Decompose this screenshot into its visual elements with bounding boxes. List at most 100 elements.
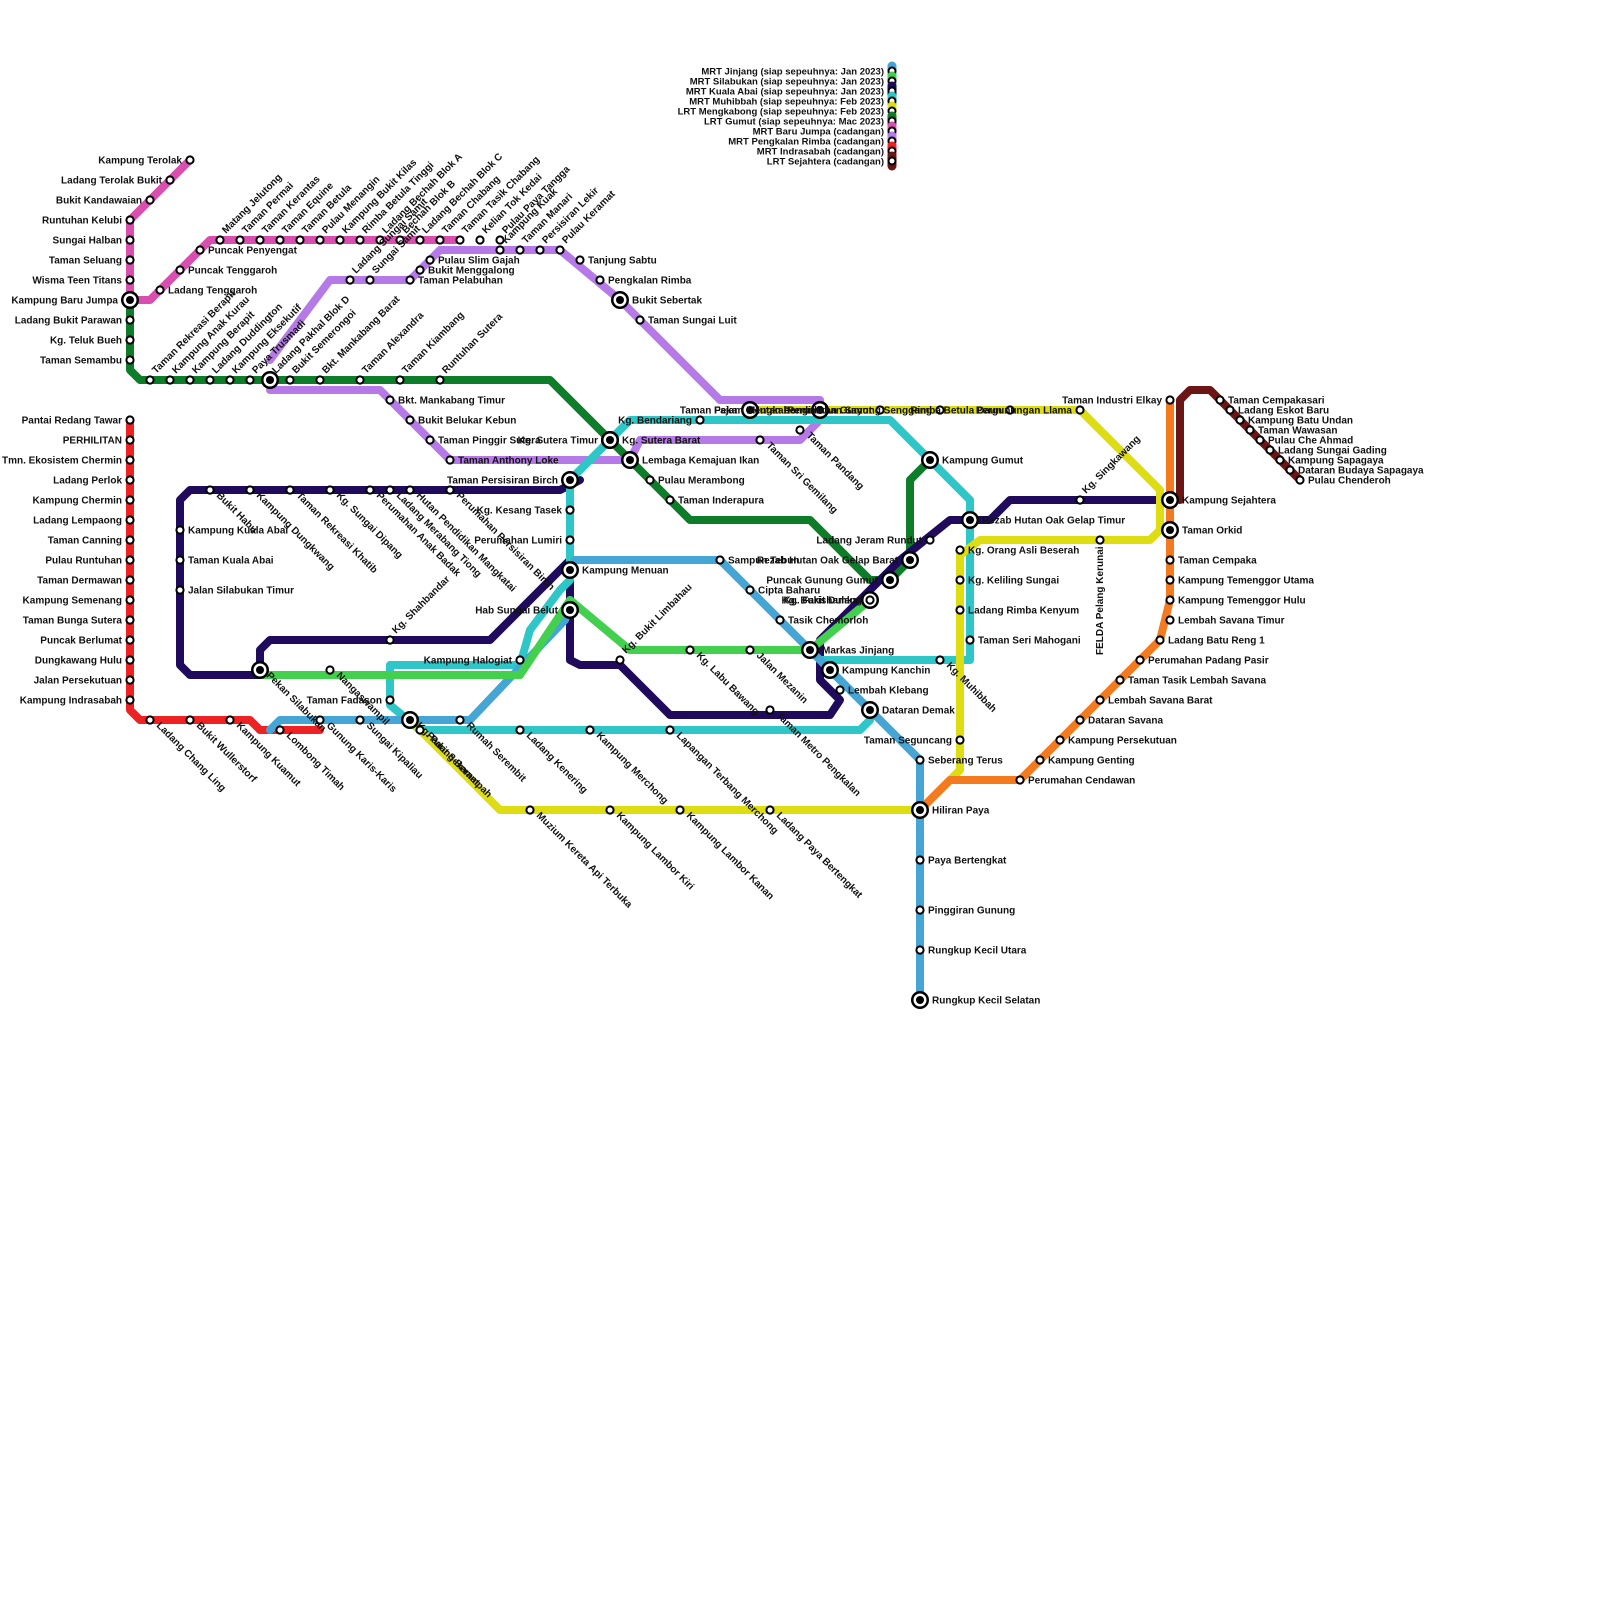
station-taman-seri-mahogani[interactable]: Taman Seri Mahogani <box>966 636 1080 647</box>
station-rezab-hutan-oak-gelap-barat[interactable]: Rezab Hutan Oak Gelap Barat <box>757 551 919 569</box>
station-taman-sungai-luit[interactable]: Taman Sungai Luit <box>636 316 737 327</box>
station-taman-cempaka[interactable]: Taman Cempaka <box>1166 556 1257 567</box>
station-perhilitan[interactable]: PERHILITAN <box>63 436 134 447</box>
station-taman-kuala-abai[interactable]: Taman Kuala Abai <box>176 556 273 567</box>
station-ladang-bukit-parawan[interactable]: Ladang Bukit Parawan <box>15 316 134 327</box>
station-taman-inderapura[interactable]: Taman Inderapura <box>666 496 764 507</box>
station-kg-kesang-tasek[interactable]: Kg. Kesang Tasek <box>477 506 574 517</box>
station-puncak-penyengat[interactable]: Puncak Penyengat <box>196 246 297 257</box>
station-lembaga-kemajuan-ikan[interactable]: Lembaga Kemajuan Ikan <box>621 451 759 469</box>
station-lembah-savana-barat[interactable]: Lembah Savana Barat <box>1096 696 1213 707</box>
station-kampung-semenang[interactable]: Kampung Semenang <box>23 596 134 607</box>
station-taman-metro-pengkalan[interactable]: Taman Metro Pengkalan <box>766 706 862 799</box>
station-kampung-persekutuan[interactable]: Kampung Persekutuan <box>1056 736 1177 747</box>
station-kampung-chermin[interactable]: Kampung Chermin <box>33 496 134 507</box>
station-pulau-slim-gajah[interactable]: Pulau Slim Gajah <box>426 256 519 267</box>
station-seberang-terus[interactable]: Seberang Terus <box>916 756 1003 767</box>
station-kampung-temenggor-utama[interactable]: Kampung Temenggor Utama <box>1166 576 1314 587</box>
station-kg-bendariang[interactable]: Kg. Bendariang <box>618 416 704 427</box>
station-paya-bertengkat[interactable]: Paya Bertengkat <box>916 856 1007 867</box>
station-pulau-runtuhan[interactable]: Pulau Runtuhan <box>45 556 133 567</box>
station-kg-teluk-bueh[interactable]: Kg. Teluk Bueh <box>50 336 134 347</box>
station-lapangan-terbang-merchong[interactable]: Lapangan Terbang Merchong <box>666 726 780 836</box>
station-ladang-paya-bertengkat[interactable]: Ladang Paya Bertengkat <box>766 806 864 901</box>
station-kg-labu-bawang[interactable]: Kg. Labu Bawang <box>686 646 761 717</box>
station-pulau-chenderoh[interactable]: Pulau Chenderoh <box>1296 476 1390 487</box>
station-lembah-klebang[interactable]: Lembah Klebang <box>836 686 928 697</box>
station-wisma-teen-titans[interactable]: Wisma Teen Titans <box>32 276 133 287</box>
station-ladang-chang-ling[interactable]: Ladang Chang Ling <box>146 716 227 794</box>
station-rungkup-kecil-utara[interactable]: Rungkup Kecil Utara <box>916 946 1026 957</box>
station-markas-jinjang[interactable]: Markas Jinjang <box>801 641 894 659</box>
station-kg-sungai-dipang[interactable]: Kg. Sungai Dipang <box>326 486 404 561</box>
station-runtuhan-kelubi[interactable]: Runtuhan Kelubi <box>42 216 134 227</box>
station-dataran-savana[interactable]: Dataran Savana <box>1076 716 1163 727</box>
station-gunung-karis-karis[interactable]: Gunung Karis-Karis <box>316 716 398 795</box>
station-taman-dermawan[interactable]: Taman Dermawan <box>37 576 133 587</box>
station-sungai-halban[interactable]: Sungai Halban <box>53 236 134 247</box>
station-kampung-gumut[interactable]: Kampung Gumut <box>921 451 1024 469</box>
station-pengkalan-rimba[interactable]: Pengkalan Rimba <box>596 276 691 287</box>
station-kg-sutera-barat[interactable]: Kg. Sutera Barat <box>601 431 701 449</box>
station-ladang-jeram-rundut[interactable]: Ladang Jeram Rundut <box>816 536 933 547</box>
station-ladang-lempaong[interactable]: Ladang Lempaong <box>33 516 134 527</box>
station-bkt-mankabang-timur[interactable]: Bkt. Mankabang Timur <box>386 396 505 407</box>
station-kampung-genting[interactable]: Kampung Genting <box>1036 756 1134 767</box>
station-ladang-terolak-bukit[interactable]: Ladang Terolak Bukit <box>61 176 174 187</box>
station-pulau-merambong[interactable]: Pulau Merambong <box>646 476 744 487</box>
station-kampung-indrasabah[interactable]: Kampung Indrasabah <box>20 696 134 707</box>
station-bukit-sebertak[interactable]: Bukit Sebertak <box>611 291 702 309</box>
station-kampung-lambor-kiri[interactable]: Kampung Lambor Kiri <box>606 806 696 892</box>
station-tmn-ekosistem-chermin[interactable]: Tmn. Ekosistem Chermin <box>2 456 134 467</box>
station-taman-fadason[interactable]: Taman Fadason <box>307 696 394 707</box>
station-taman-pelabuhan[interactable]: Taman Pelabuhan <box>406 276 502 287</box>
station-kampung-kuala-abai[interactable]: Kampung Kuala Abai <box>176 526 288 537</box>
station-kg-shahbandar[interactable]: Kg. Shahbandar <box>386 574 452 644</box>
station-kg-orang-asli-beserah[interactable]: Kg. Orang Asli Beserah <box>956 546 1079 557</box>
station-kampung-halogiat[interactable]: Kampung Halogiat <box>424 656 524 667</box>
station-bukit-belukar-kebun[interactable]: Bukit Belukar Kebun <box>406 416 516 427</box>
station-puncak-berlumat[interactable]: Puncak Berlumat <box>40 636 133 647</box>
station-taman-orkid[interactable]: Taman Orkid <box>1161 521 1242 539</box>
station-rezab-hutan-oak-gelap-timur[interactable]: Rezab Hutan Oak Gelap Timur <box>961 511 1125 529</box>
station-taman-seguncang[interactable]: Taman Seguncang <box>864 736 964 747</box>
station-jalan-persekutuan[interactable]: Jalan Persekutuan <box>34 676 134 687</box>
station-taman-bunga-sutera[interactable]: Taman Bunga Sutera <box>23 616 134 627</box>
station-felda-pelang-kerunai[interactable]: FELDA Pelang Kerunai <box>1095 536 1106 655</box>
station-jalan-silabukan-timur[interactable]: Jalan Silabukan Timur <box>176 586 294 597</box>
station-dataran-demak[interactable]: Dataran Demak <box>861 701 955 719</box>
station-taman-anthony-loke[interactable]: Taman Anthony Loke <box>446 456 559 467</box>
station-lembah-savana-timur[interactable]: Lembah Savana Timur <box>1166 616 1284 627</box>
station-kg-keliling-sungai[interactable]: Kg. Keliling Sungai <box>956 576 1059 587</box>
station-ladang-tenggaroh[interactable]: Ladang Tenggaroh <box>156 286 257 297</box>
station-rungkup-kecil-selatan[interactable]: Rungkup Kecil Selatan <box>911 991 1040 1009</box>
station-puncak-tenggaroh[interactable]: Puncak Tenggaroh <box>176 266 277 277</box>
station-ladang-kenering[interactable]: Ladang Kenering <box>516 726 589 795</box>
station-perumahan-padang-pasir[interactable]: Perumahan Padang Pasir <box>1136 656 1268 667</box>
station-bukit-menggalong[interactable]: Bukit Menggalong <box>416 266 514 277</box>
station-taman-seluang[interactable]: Taman Seluang <box>49 256 134 267</box>
station-kampung-temenggor-hulu[interactable]: Kampung Temenggor Hulu <box>1166 596 1305 607</box>
station-jalan-mezanin[interactable]: Jalan Mezanin <box>746 646 809 706</box>
station-taman-tasik-lembah-savana[interactable]: Taman Tasik Lembah Savana <box>1116 676 1266 687</box>
station-pinggiran-gunung[interactable]: Pinggiran Gunung <box>916 906 1015 917</box>
station-kampung-baru-jumpa[interactable]: Kampung Baru Jumpa <box>11 291 139 309</box>
station-kampung-terolak[interactable]: Kampung Terolak <box>98 156 193 167</box>
station-taman-canning[interactable]: Taman Canning <box>48 536 134 547</box>
station-kampung-merchong[interactable]: Kampung Merchong <box>586 726 670 806</box>
station-perumahan-cendawan[interactable]: Perumahan Cendawan <box>1016 776 1135 787</box>
station-ladang-rimba-kenyum[interactable]: Ladang Rimba Kenyum <box>956 606 1079 617</box>
station-bukit-kandawaian[interactable]: Bukit Kandawaian <box>56 196 154 207</box>
station-hiliran-paya[interactable]: Hiliran Paya <box>911 801 990 819</box>
station-pergunungan-llama[interactable]: Pergunungan Llama <box>976 406 1084 417</box>
station-taman-semambu[interactable]: Taman Semambu <box>40 356 134 367</box>
station-tasik-chemorloh[interactable]: Tasik Chemorloh <box>776 616 868 627</box>
station-taman-industri-elkay[interactable]: Taman Industri Elkay <box>1062 396 1173 407</box>
station-perumahan-lumiri[interactable]: Perumahan Lumiri <box>474 536 573 547</box>
station-tanjung-sabtu[interactable]: Tanjung Sabtu <box>576 256 656 267</box>
station-pantai-redang-tawar[interactable]: Pantai Redang Tawar <box>22 416 134 427</box>
station-ladang-batu-reng-1[interactable]: Ladang Batu Reng 1 <box>1156 636 1265 647</box>
station-ladang-perlok[interactable]: Ladang Perlok <box>53 476 134 487</box>
station-kg-bukit-dulang[interactable]: Kg. Bukit Dulang <box>781 596 873 607</box>
station-dungkawang-hulu[interactable]: Dungkawang Hulu <box>35 656 134 667</box>
